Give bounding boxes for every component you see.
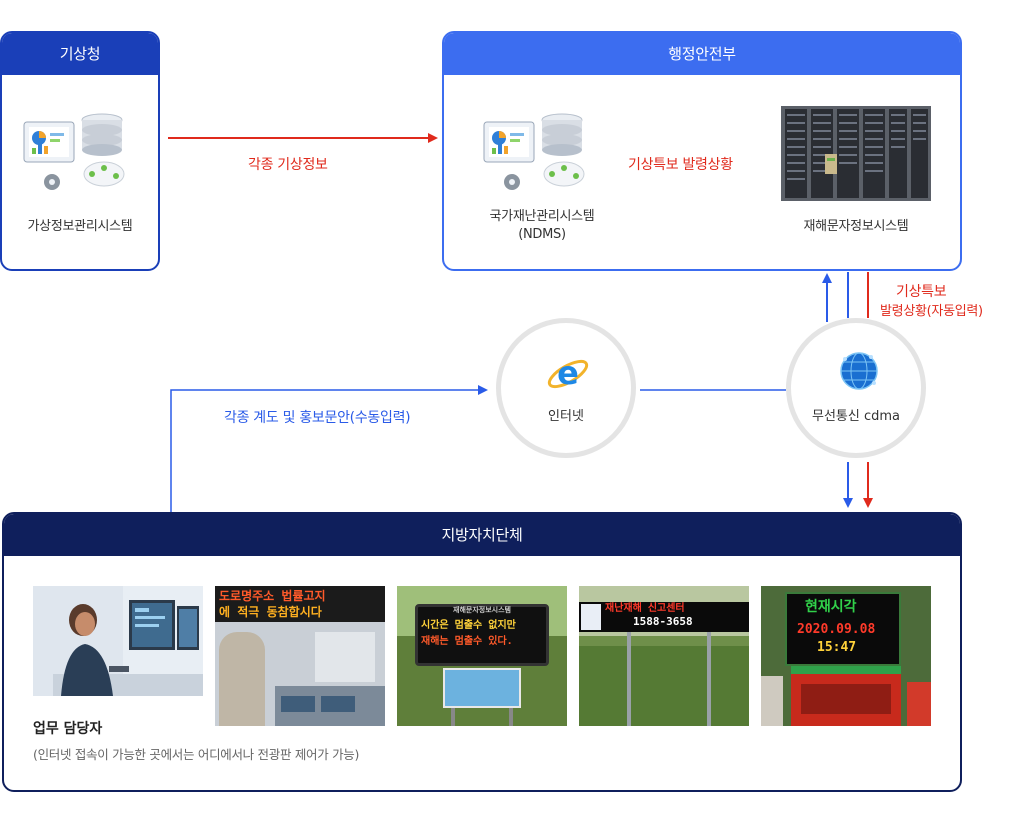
internet-node: e 인터넷	[496, 318, 636, 458]
svg-text:e: e	[557, 354, 579, 392]
sign-photo-4: 현재시각 2020.09.08 15:47	[761, 586, 931, 726]
monitor-database-icon	[23, 113, 125, 190]
wireless-label: 무선통신 cdma	[811, 409, 900, 424]
sign2-line1: 시간은 멈출수 없지만	[421, 620, 516, 631]
mois-header: 행정안전부	[444, 33, 960, 75]
kma-box: 기상청	[0, 31, 160, 271]
ndms-label-line1: 국가재난관리시스템	[489, 209, 595, 224]
ndms-label-line2: (NDMS)	[518, 227, 566, 242]
wireless-node: 무선통신 cdma	[786, 318, 926, 458]
worker-photo	[33, 586, 203, 696]
ndms-monitor-database-icon	[483, 113, 585, 190]
local-government-header: 지방자치단체	[4, 514, 960, 556]
sign-photo-3: 재난재해 신고센터 1588-3658	[579, 586, 749, 726]
sign4-line2: 2020.09.08	[797, 622, 876, 637]
label-weather-info: 각종 기상정보	[248, 157, 328, 173]
internet-explorer-icon: e	[547, 354, 589, 392]
label-auto-input-line1: 기상특보	[896, 284, 947, 300]
sign1-line2: 에 적극 동참합시다	[219, 605, 322, 619]
server-rack-image	[781, 106, 931, 201]
label-warning-status: 기상특보 발령상황	[628, 157, 733, 173]
sign3-line1: 재난재해 신고센터	[605, 603, 685, 614]
label-auto-input: 기상특보 발령상황(자동입력)	[880, 282, 1018, 322]
kma-system-label: 가상정보관리시스템	[27, 219, 133, 234]
sign3-line2: 1588-3658	[633, 615, 693, 628]
worker-description: (인터넷 접속이 가능한 곳에서는 어디에서나 전광판 제어가 가능)	[33, 747, 360, 762]
sign2-header: 재해문자정보시스템	[453, 606, 511, 614]
ndms-label: 국가재난관리시스템 (NDMS)	[462, 208, 622, 244]
sign1-line1: 도로명주소 법률고지	[219, 589, 326, 603]
worker-title: 업무 담당자	[33, 721, 103, 737]
disaster-text-system-label: 재해문자정보시스템	[803, 219, 909, 234]
sign-photo-2: 재해문자정보시스템 시간은 멈출수 없지만 재해는 멈출수 있다.	[397, 586, 567, 726]
label-auto-input-line2: 발령상황(자동입력)	[880, 304, 983, 319]
globe-network-icon	[840, 352, 878, 390]
sign-photo-1: 도로명주소 법률고지 에 적극 동참합시다	[215, 586, 385, 726]
sign4-line1: 현재시각	[805, 599, 857, 615]
internet-label: 인터넷	[548, 409, 584, 424]
kma-header: 기상청	[2, 33, 158, 75]
label-manual-input: 각종 계도 및 홍보문안(수동입력)	[224, 410, 411, 426]
sign4-line3: 15:47	[817, 640, 857, 655]
sign2-line2: 재해는 멈출수 있다.	[421, 636, 513, 647]
